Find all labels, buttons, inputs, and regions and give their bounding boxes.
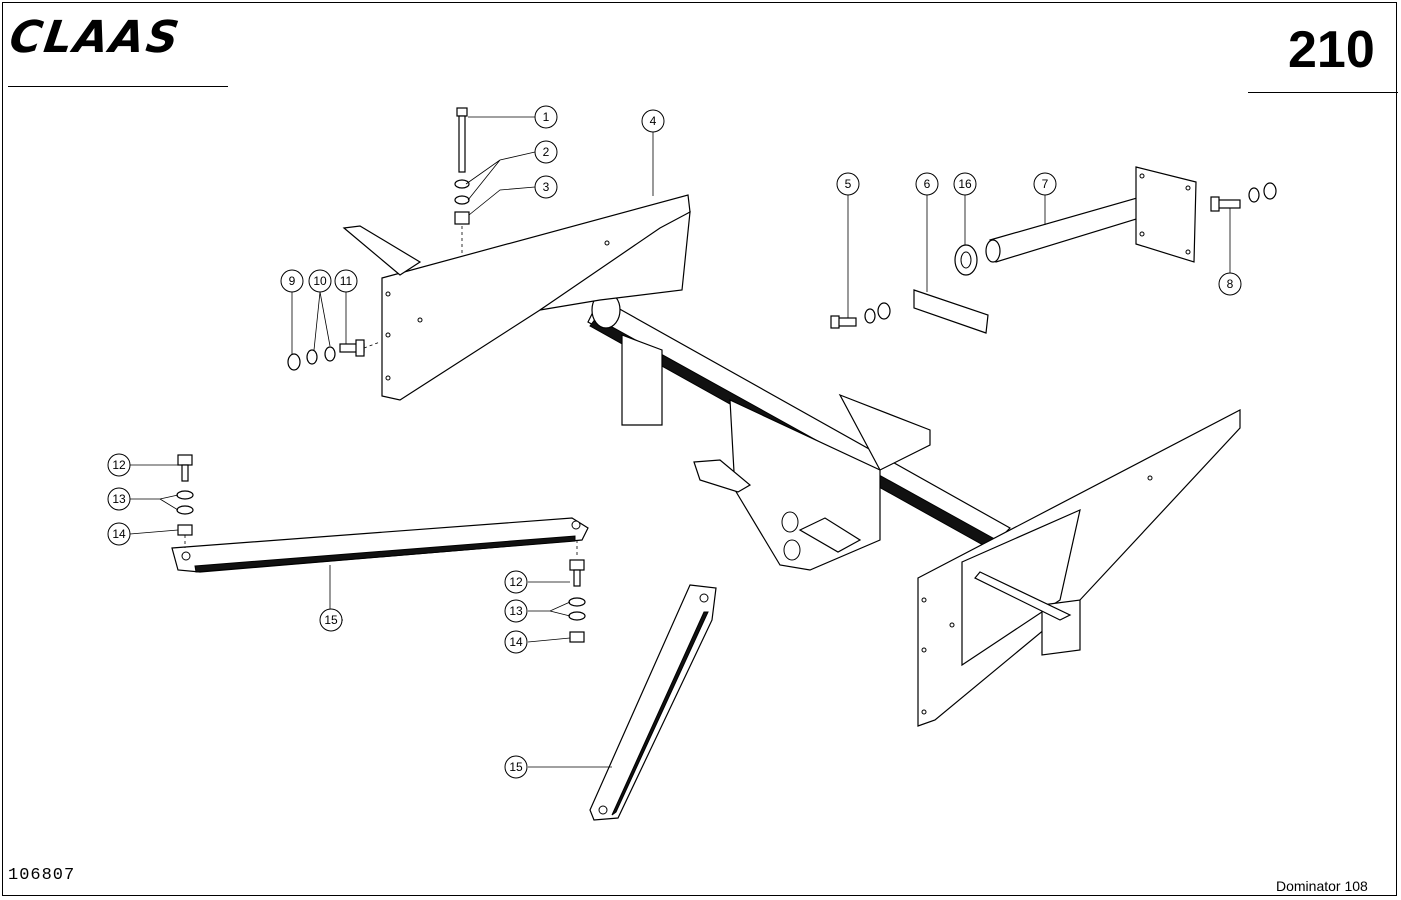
bolt-8-assembly — [1210, 182, 1277, 212]
svg-text:7: 7 — [1042, 177, 1049, 191]
svg-text:14: 14 — [112, 527, 126, 541]
svg-text:2: 2 — [543, 145, 550, 159]
strut-upper — [171, 517, 589, 573]
callout-11: 11 — [334, 269, 358, 293]
svg-text:8: 8 — [1227, 277, 1234, 291]
callout-1: 1 — [534, 105, 558, 129]
svg-text:3: 3 — [543, 180, 550, 194]
svg-text:11: 11 — [340, 274, 353, 288]
callout-8: 8 — [1218, 272, 1242, 296]
strut-lower — [589, 584, 717, 821]
page-number-rule — [1248, 92, 1398, 93]
page-number: 210 — [1288, 21, 1375, 79]
right-side-bracket — [917, 409, 1241, 727]
flat-plate — [913, 289, 989, 334]
bolt-11-stack — [287, 339, 365, 371]
svg-text:4: 4 — [650, 114, 657, 128]
svg-text:6: 6 — [924, 177, 931, 191]
svg-text:16: 16 — [958, 177, 972, 191]
callout-5: 5 — [836, 172, 860, 196]
brand-rule — [8, 86, 228, 87]
drawing-number: 106807 — [8, 866, 76, 885]
svg-text:12: 12 — [509, 575, 523, 589]
svg-text:14: 14 — [509, 635, 523, 649]
svg-text:12: 12 — [112, 458, 126, 472]
callout-7: 7 — [1033, 172, 1057, 196]
svg-text:5: 5 — [845, 177, 852, 191]
callout-15-lower: 15 — [504, 755, 528, 779]
svg-text:9: 9 — [289, 274, 296, 288]
svg-text:15: 15 — [324, 613, 338, 627]
callout-4: 4 — [641, 109, 665, 133]
bolt-1-stack — [454, 107, 470, 225]
callout-14-left: 14 — [107, 522, 131, 546]
callout-9: 9 — [280, 269, 304, 293]
bolt-5-assembly — [830, 302, 891, 329]
callout-16: 16 — [953, 172, 977, 196]
svg-text:1: 1 — [543, 110, 550, 124]
callout-13-left: 13 — [107, 487, 131, 511]
callout-3: 3 — [534, 175, 558, 199]
callout-14-right: 14 — [504, 630, 528, 654]
callout-12-right: 12 — [504, 570, 528, 594]
bolt-12-stack-left — [176, 454, 194, 536]
svg-text:10: 10 — [313, 274, 327, 288]
bolt-12-stack-right — [568, 559, 586, 643]
callout-15-upper: 15 — [319, 608, 343, 632]
callout-6: 6 — [915, 172, 939, 196]
svg-text:15: 15 — [509, 760, 523, 774]
callout-10: 10 — [308, 269, 332, 293]
center-mount — [693, 393, 931, 571]
model-name: Dominator 108 — [1276, 878, 1368, 894]
callout-12-left: 12 — [107, 453, 131, 477]
callout-13-right: 13 — [504, 599, 528, 623]
callout-2: 2 — [534, 140, 558, 164]
svg-text:13: 13 — [112, 492, 126, 506]
left-side-bracket — [342, 194, 691, 401]
svg-text:13: 13 — [509, 604, 523, 618]
shaft-with-flange — [985, 166, 1197, 263]
